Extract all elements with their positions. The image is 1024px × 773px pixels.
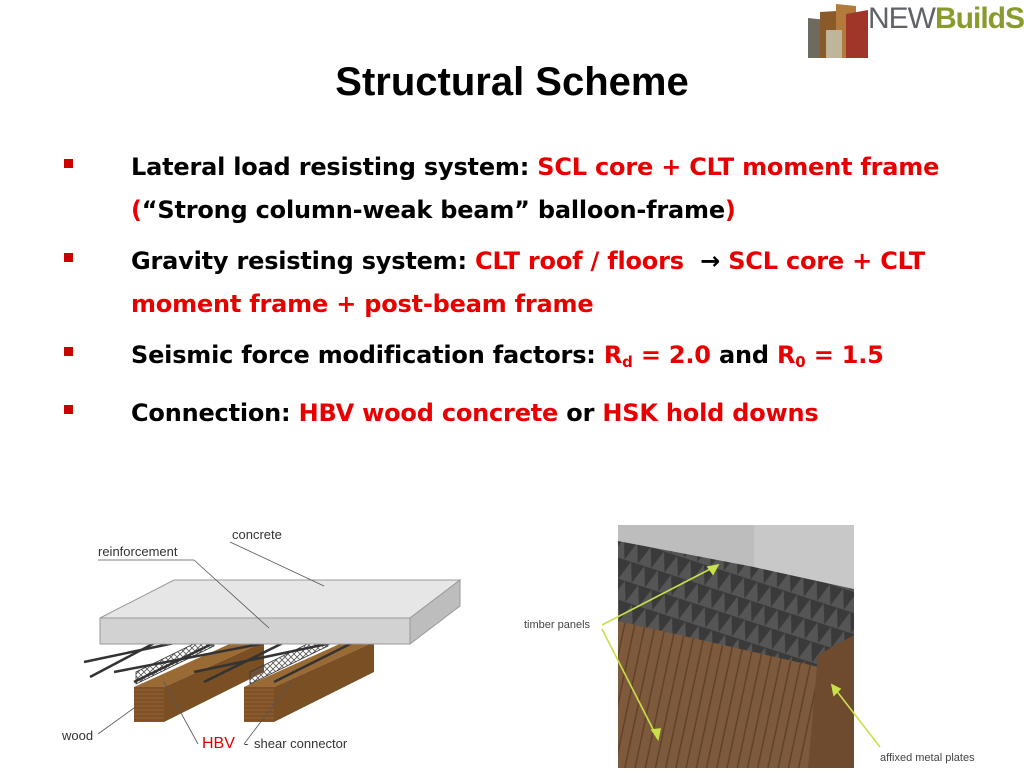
side-face [808, 635, 854, 768]
label-hbv: HBV [202, 735, 235, 752]
bullet-extra: “Strong column-weak beam” balloon-frame [141, 196, 725, 224]
rd-symbol: R [603, 341, 623, 369]
bullet-joiner: or [566, 399, 595, 427]
bullet-square-icon [64, 347, 73, 356]
newbuilds-logo [806, 0, 1024, 58]
rd-subscript: d [622, 353, 633, 371]
r0-value: = 1.5 [813, 341, 884, 369]
bullet-seismic: Seismic force modification factors: Rd =… [64, 334, 964, 384]
label-concrete: concrete [232, 527, 282, 542]
bullet-joiner: and [718, 341, 769, 369]
metal-plate-teeth [618, 541, 854, 675]
label-affixed-metal-plates: affixed metal plates [880, 752, 975, 764]
bullet-square-icon [64, 159, 73, 168]
bullet-close: ) [724, 196, 736, 224]
logo-text: NEWBuildS [868, 2, 1024, 36]
rd-value: = 2.0 [640, 341, 711, 369]
bullet-value-1: HBV wood concrete [298, 399, 559, 427]
bullet-value: SCL core + CLT moment frame ( [131, 153, 940, 224]
mesh-connector-right [249, 633, 329, 685]
label-reinforcement: reinforcement [98, 544, 178, 559]
bullet-square-icon [64, 405, 73, 414]
label-wood: wood [61, 728, 93, 743]
bullet-label: Lateral load resisting system: [131, 153, 530, 181]
r0-symbol: R [777, 341, 796, 369]
upper-surface [754, 525, 854, 589]
logo-new: NEW [868, 2, 936, 35]
bullet-connection: Connection: HBV wood concrete or HSK hol… [64, 392, 964, 435]
timber-panels-figure: timber panels affixed metal plates [518, 525, 1018, 768]
bullet-label: Gravity resisting system: [131, 247, 467, 275]
hbv-composite-figure: concrete reinforcement wood HBV - shear … [54, 522, 474, 758]
slide-title: Structural Scheme [335, 60, 689, 104]
bullet-label: Connection: [131, 399, 291, 427]
arrow-right-icon: → [700, 247, 721, 275]
bullet-value-2: SCL core + CLT moment frame + post-beam … [131, 247, 925, 318]
bullet-gravity: Gravity resisting system: CLT roof / flo… [64, 240, 964, 326]
r0-factor: R0 = 1.5 [777, 341, 884, 371]
r0-subscript: 0 [795, 353, 806, 371]
bullet-square-icon [64, 253, 73, 262]
label-dash: - [244, 736, 248, 751]
label-shear-connector: shear connector [254, 736, 348, 751]
logo-builds: BuildS [935, 2, 1024, 35]
bullet-value-2: HSK hold downs [602, 399, 819, 427]
label-timber-panels: timber panels [524, 619, 591, 631]
bullet-list: Lateral load resisting system: SCL core … [64, 146, 964, 443]
wood-blocks-icon [808, 4, 868, 58]
rd-factor: Rd = 2.0 [603, 341, 711, 371]
concrete-slab [99, 578, 462, 646]
bullet-lateral-load: Lateral load resisting system: SCL core … [64, 146, 964, 232]
bullet-label: Seismic force modification factors: [131, 341, 596, 369]
bullet-value-1: CLT roof / floors [475, 247, 684, 275]
